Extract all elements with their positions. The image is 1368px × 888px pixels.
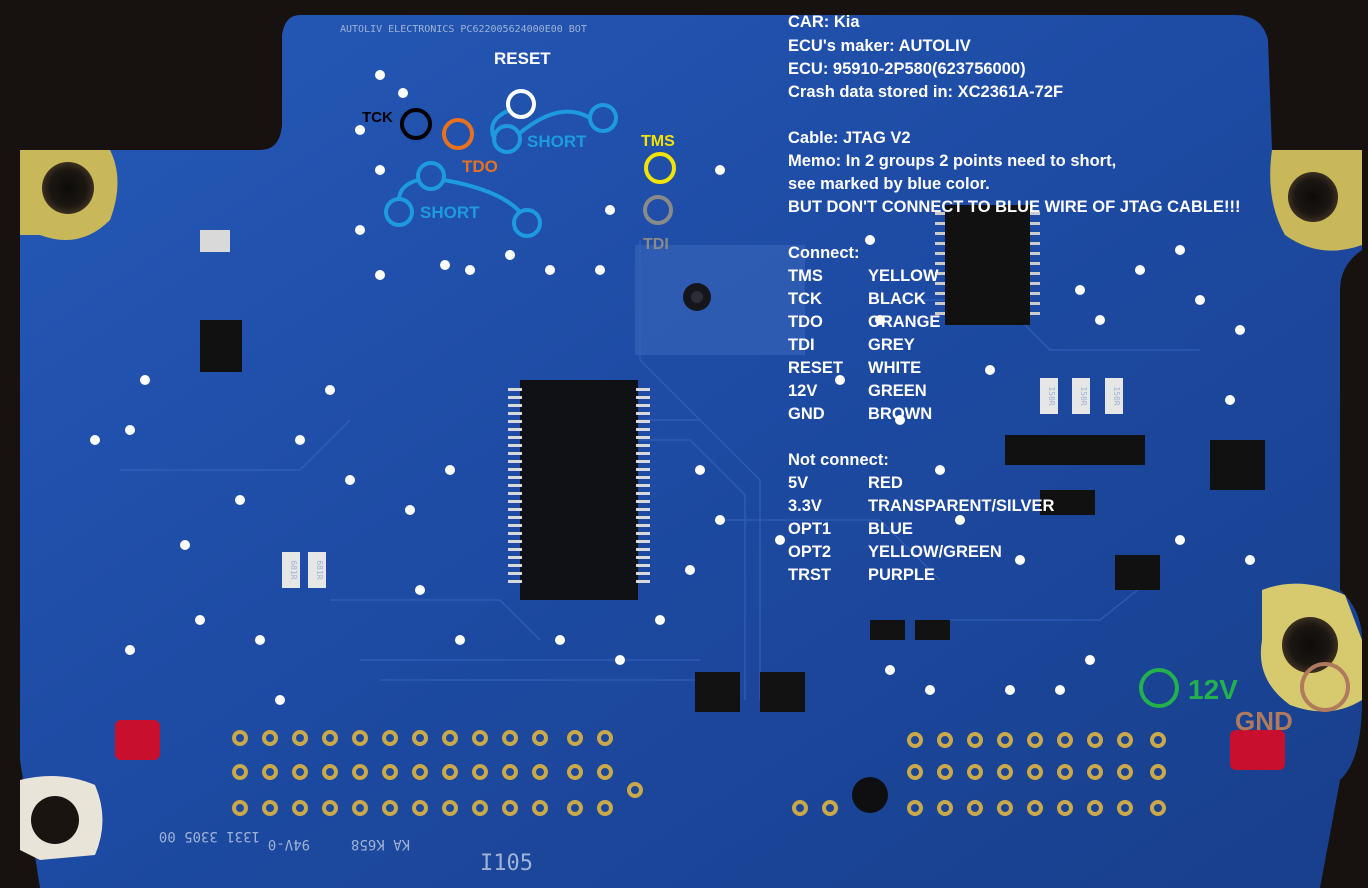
connect-pin: TDI	[788, 336, 815, 354]
noconnect-pin: 3.3V	[788, 497, 822, 515]
silkscreen-code: KA K658	[351, 836, 410, 852]
short-label: SHORT	[527, 132, 587, 151]
connect-color: WHITE	[868, 359, 921, 377]
connect-pin: TDO	[788, 313, 823, 331]
tdo-marker	[442, 118, 474, 150]
chip-footprint	[635, 245, 805, 355]
resistors: 150R 150R 150R 681R 681R	[282, 378, 1123, 588]
note-memo: Memo: In 2 groups 2 points need to short…	[788, 152, 1116, 170]
connect-color: GREEN	[868, 382, 927, 400]
tdo-label: TDO	[462, 157, 498, 176]
ic-right	[935, 205, 1040, 325]
short-group-2	[384, 161, 542, 238]
resistor-label: 150R	[1112, 386, 1121, 405]
tms-label: TMS	[641, 133, 675, 150]
screw-hole	[852, 777, 888, 813]
tdi-marker	[643, 195, 673, 225]
note-cable: Cable: JTAG V2	[788, 129, 911, 147]
note-ecu: ECU: 95910-2P580(623756000)	[788, 60, 1026, 78]
connect-title: Connect:	[788, 244, 860, 262]
transistor	[870, 620, 905, 640]
tdi-label: TDI	[643, 236, 669, 253]
ic-main	[508, 380, 650, 600]
noconnect-color: PURPLE	[868, 566, 935, 584]
silkscreen-code: 94V-0	[268, 836, 310, 852]
red-connector-clip	[1230, 730, 1285, 770]
regulator	[760, 672, 805, 712]
gnd-label: GND	[1235, 706, 1293, 736]
reset-label: RESET	[494, 49, 551, 68]
connect-color: GREY	[868, 336, 915, 354]
resistor-label: 150R	[1079, 386, 1088, 405]
connect-pin: TMS	[788, 267, 823, 285]
gnd-marker	[1300, 662, 1350, 712]
vias	[90, 70, 1255, 705]
mounting-pads	[20, 150, 1362, 860]
red-connector-clip	[115, 720, 160, 760]
ic-small-left	[200, 320, 242, 372]
short-group-1	[490, 103, 618, 154]
noconnect-color: RED	[868, 474, 903, 492]
tck-marker	[400, 108, 432, 140]
resistor-label: 681R	[289, 560, 298, 579]
reset-marker	[506, 89, 536, 119]
transistor	[915, 620, 950, 640]
noconnect-color: BLUE	[868, 520, 913, 538]
connect-pin: RESET	[788, 359, 843, 377]
connect-color: ORANGE	[868, 313, 940, 331]
noconnect-color: TRANSPARENT/SILVER	[868, 497, 1054, 515]
note-memo-warning: BUT DON'T CONNECT TO BLUE WIRE OF JTAG C…	[788, 198, 1240, 216]
noconnect-color: YELLOW/GREEN	[868, 543, 1002, 561]
noconnect-pin: OPT1	[788, 520, 831, 538]
connector-pins	[232, 730, 1166, 816]
noconnect-pin: OPT2	[788, 543, 831, 561]
connect-color: YELLOW	[868, 267, 939, 285]
connect-color: BROWN	[868, 405, 932, 423]
transistor	[1115, 555, 1160, 590]
noconnect-title: Not connect:	[788, 451, 889, 469]
12v-label: 12V	[1188, 674, 1238, 705]
ic-power-right	[1210, 440, 1265, 490]
resistor-label: 681R	[315, 560, 324, 579]
component-strip	[1005, 435, 1145, 465]
resistor-label: 150R	[1047, 386, 1056, 405]
note-memo: see marked by blue color.	[788, 175, 990, 193]
tck-label: TCK	[362, 109, 393, 126]
crystal	[200, 230, 230, 252]
silkscreen-code: I105	[480, 851, 533, 876]
noconnect-pin: 5V	[788, 474, 808, 492]
note-car: CAR: Kia	[788, 13, 860, 31]
tms-marker	[644, 152, 676, 184]
transistor	[1040, 490, 1095, 515]
notes-panel: CAR: Kia ECU's maker: AUTOLIV ECU: 95910…	[788, 13, 1240, 584]
regulator	[695, 672, 740, 712]
note-maker: ECU's maker: AUTOLIV	[788, 37, 971, 55]
connect-pin: GND	[788, 405, 825, 423]
note-crash: Crash data stored in: XC2361A-72F	[788, 83, 1063, 101]
connect-color: BLACK	[868, 290, 926, 308]
short-label: SHORT	[420, 203, 480, 222]
noconnect-pin: TRST	[788, 566, 831, 584]
12v-marker	[1139, 668, 1179, 708]
connect-pin: 12V	[788, 382, 817, 400]
silkscreen-top: AUTOLIV ELECTRONICS PC622005624000E00 BO…	[340, 24, 587, 35]
connect-pin: TCK	[788, 290, 822, 308]
silkscreen-code: 1331 3305 00	[159, 828, 260, 844]
